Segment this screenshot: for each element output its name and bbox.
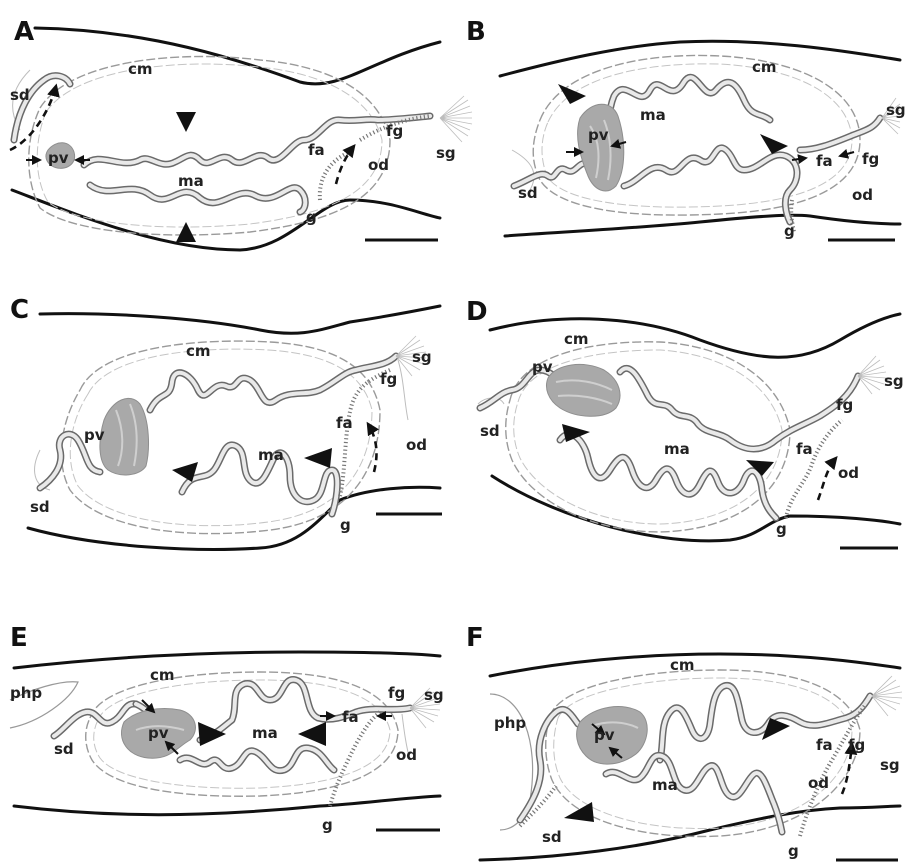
label-fa: fa bbox=[308, 141, 325, 159]
label-fg: fg bbox=[380, 370, 397, 388]
label-fg: fg bbox=[862, 150, 879, 168]
label-cm: cm bbox=[752, 58, 777, 76]
label-ma: ma bbox=[664, 440, 690, 458]
panel-e: E cm fg sg php pv ma fa sd od g bbox=[10, 623, 444, 834]
label-sd: sd bbox=[542, 828, 562, 846]
label-od: od bbox=[368, 156, 389, 174]
label-sg: sg bbox=[436, 144, 456, 162]
label-pv: pv bbox=[588, 126, 609, 144]
panel-letter: E bbox=[10, 623, 28, 653]
label-ma: ma bbox=[640, 106, 666, 124]
prostatic-vesicle bbox=[578, 104, 624, 191]
label-php: php bbox=[494, 714, 526, 732]
body-wall-upper bbox=[490, 314, 900, 357]
label-fa: fa bbox=[816, 736, 833, 754]
body-wall-lower bbox=[28, 487, 440, 549]
label-od: od bbox=[808, 774, 829, 792]
muscle-sheath bbox=[29, 56, 390, 235]
label-sg: sg bbox=[424, 686, 444, 704]
label-g: g bbox=[340, 516, 351, 534]
label-fa: fa bbox=[342, 708, 359, 726]
panel-letter: F bbox=[466, 623, 484, 653]
label-fg: fg bbox=[386, 122, 403, 140]
label-cm: cm bbox=[150, 666, 175, 684]
panel-letter: D bbox=[466, 297, 488, 327]
panel-letter: A bbox=[14, 17, 34, 47]
label-g: g bbox=[322, 816, 333, 834]
label-g: g bbox=[788, 842, 799, 860]
label-ma: ma bbox=[252, 724, 278, 742]
label-sg: sg bbox=[886, 101, 905, 119]
label-sd: sd bbox=[54, 740, 74, 758]
label-pv: pv bbox=[48, 149, 69, 167]
shell-glands bbox=[872, 676, 902, 716]
female-duct bbox=[800, 118, 880, 150]
prostatic-vesicle bbox=[547, 364, 621, 416]
genital-pore-duct bbox=[340, 370, 390, 496]
label-fa: fa bbox=[796, 440, 813, 458]
label-ma: ma bbox=[258, 446, 284, 464]
label-pv: pv bbox=[84, 426, 105, 444]
genital-pore-duct bbox=[786, 420, 842, 518]
label-pv: pv bbox=[532, 358, 553, 376]
panel-c: C cm sg fg pv fa ma od sd g bbox=[10, 295, 442, 549]
label-cm: cm bbox=[670, 656, 695, 674]
label-g: g bbox=[306, 208, 317, 226]
label-od: od bbox=[852, 186, 873, 204]
label-cm: cm bbox=[564, 330, 589, 348]
label-sg: sg bbox=[412, 348, 432, 366]
label-ma: ma bbox=[652, 776, 678, 794]
label-cm: cm bbox=[186, 342, 211, 360]
label-sg: sg bbox=[884, 372, 904, 390]
panel-letter: B bbox=[466, 17, 486, 47]
body-wall-upper bbox=[40, 306, 440, 333]
body-wall-upper bbox=[35, 28, 440, 84]
panel-a: A sd cm pv ma fa fg sg od g bbox=[10, 17, 472, 250]
genital-pore-duct bbox=[330, 712, 380, 806]
label-fg: fg bbox=[848, 736, 865, 754]
body-wall-upper bbox=[490, 654, 900, 676]
label-od: od bbox=[406, 436, 427, 454]
panel-f: F cm php pv fa fg sg ma od sd g bbox=[466, 623, 902, 860]
label-fg: fg bbox=[836, 396, 853, 414]
label-od: od bbox=[838, 464, 859, 482]
label-cm: cm bbox=[128, 60, 153, 78]
body-wall-upper bbox=[500, 41, 900, 76]
label-sg: sg bbox=[880, 756, 900, 774]
label-sd: sd bbox=[518, 184, 538, 202]
label-fa: fa bbox=[336, 414, 353, 432]
label-fg: fg bbox=[388, 684, 405, 702]
label-g: g bbox=[776, 520, 787, 538]
body-wall-lower bbox=[505, 215, 900, 236]
label-od: od bbox=[396, 746, 417, 764]
label-pv: pv bbox=[594, 726, 615, 744]
label-sd: sd bbox=[480, 422, 500, 440]
panel-d: D cm pv sg fg sd ma fa od g bbox=[466, 297, 904, 548]
body-wall-lower bbox=[14, 796, 440, 815]
label-php: php bbox=[10, 684, 42, 702]
label-g: g bbox=[784, 222, 795, 240]
panel-b: B cm pv ma sd fa fg od g sg bbox=[466, 17, 905, 240]
shell-glands bbox=[858, 356, 886, 394]
label-ma: ma bbox=[178, 172, 204, 190]
body-wall-upper bbox=[14, 652, 440, 668]
prostatic-vesicle bbox=[100, 398, 149, 475]
shell-glands bbox=[440, 96, 472, 142]
label-sd: sd bbox=[10, 86, 30, 104]
label-pv: pv bbox=[148, 724, 169, 742]
panel-letter: C bbox=[10, 295, 29, 325]
atrium-wall bbox=[620, 368, 858, 449]
label-fa: fa bbox=[816, 152, 833, 170]
label-sd: sd bbox=[30, 498, 50, 516]
